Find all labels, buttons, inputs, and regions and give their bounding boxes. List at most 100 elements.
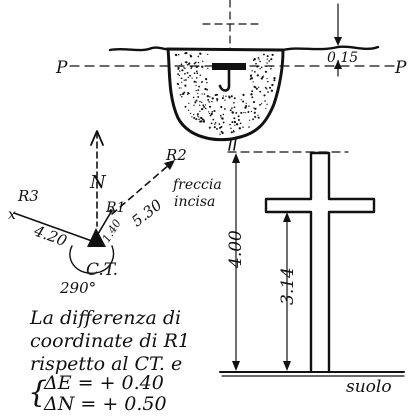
stipple-dot	[270, 89, 274, 92]
stipple-dot	[249, 74, 253, 77]
stipple-dot	[268, 86, 272, 89]
delta-e: ΔE = + 0.40	[43, 372, 164, 394]
stipple-dot	[257, 114, 259, 116]
stipple-dot	[237, 115, 240, 118]
block-root	[228, 137, 237, 151]
stipple-dot	[222, 95, 224, 97]
plane-label-right: P	[394, 58, 407, 78]
depth-arrow-bottom	[334, 60, 342, 69]
stipple-dot	[256, 74, 259, 77]
stipple-dot	[198, 85, 201, 88]
stipple-dot	[181, 69, 184, 72]
stipple-dot	[251, 96, 254, 99]
stipple-dot	[252, 59, 255, 61]
stipple-dot	[249, 78, 251, 81]
stipple-dot	[193, 62, 196, 65]
stipple-dot	[200, 107, 204, 111]
stipple-dot	[192, 96, 195, 99]
stipple-dot	[214, 121, 217, 124]
stipple-dot	[229, 123, 231, 126]
stipple-dot	[266, 77, 268, 80]
stipple-dot	[181, 95, 183, 98]
stipple-dot	[254, 115, 257, 118]
stipple-dot	[255, 62, 257, 65]
stipple-dot	[247, 111, 250, 113]
stipple-dot	[265, 107, 267, 109]
stipple-dot	[193, 80, 196, 83]
stipple-dot	[231, 111, 234, 114]
stipple-dot	[240, 111, 243, 114]
stipple-dot	[270, 58, 273, 61]
stipple-dot	[199, 104, 201, 106]
line-to-r3	[13, 212, 93, 242]
north-label: N	[89, 172, 107, 193]
stipple-dot	[224, 99, 226, 101]
stipple-dot	[209, 114, 212, 117]
stipple-dot	[204, 107, 207, 110]
bearing-arc	[69, 245, 115, 274]
height-cross-arrow-top	[283, 212, 291, 222]
height-total-arrow-top	[232, 153, 240, 163]
stipple-dot	[196, 115, 199, 117]
stipple-dot	[242, 126, 244, 128]
stipple-dot	[195, 81, 197, 83]
stipple-dot	[207, 53, 209, 56]
stipple-dot	[233, 117, 236, 120]
stipple-dot	[210, 122, 213, 125]
stipple-dot	[177, 53, 180, 56]
stipple-dot	[186, 63, 189, 66]
delta-n: ΔN = + 0.50	[43, 393, 167, 415]
stipple-dot	[252, 81, 254, 83]
stipple-dot	[221, 125, 223, 128]
note-line-1: La differenza di	[29, 307, 181, 329]
stipple-dot	[264, 70, 267, 73]
stipple-dot	[182, 92, 185, 95]
bearing-label: 290°	[59, 279, 96, 297]
stipple-dot	[196, 113, 199, 116]
stipple-dot	[258, 86, 260, 89]
stipple-dot	[257, 116, 260, 119]
stipple-dot	[197, 95, 200, 98]
stipple-dot	[193, 113, 195, 116]
station-label: C.T.	[86, 260, 118, 280]
stipple-dot	[187, 93, 189, 96]
stipple-dot	[212, 118, 215, 121]
stipple-dot	[249, 77, 252, 80]
stipple-dot	[260, 66, 263, 69]
stipple-dot	[255, 87, 258, 90]
stipple-dot	[267, 91, 269, 93]
stipple-dot	[264, 100, 266, 102]
stipple-dot	[195, 70, 198, 73]
stipple-dot	[237, 118, 240, 122]
stipple-dot	[261, 103, 263, 105]
stipple-dot	[195, 90, 197, 92]
dist-r3-label: 4.20	[31, 221, 70, 250]
stipple-dot	[197, 89, 200, 91]
stipple-dot	[197, 55, 200, 58]
arrow-note-line2: incisa	[174, 194, 215, 210]
plane-label-left: P	[55, 58, 68, 78]
stipple-dot	[248, 119, 251, 121]
arrow-note-line1: freccia	[172, 177, 222, 193]
stipple-dot	[206, 88, 209, 91]
stipple-dot	[233, 120, 237, 124]
stipple-dot	[253, 111, 256, 114]
stipple-dot	[199, 52, 202, 55]
stipple-dot	[205, 78, 208, 81]
stipple-dot	[265, 87, 267, 90]
stipple-dot	[222, 113, 225, 116]
r3-label: R3	[17, 187, 39, 205]
stipple-dot	[177, 66, 180, 70]
stipple-dot	[251, 90, 254, 93]
stipple-dot	[233, 101, 235, 104]
stipple-dot	[189, 74, 191, 77]
stipple-dot	[267, 80, 269, 83]
stipple-dot	[198, 116, 200, 118]
stipple-dot	[266, 58, 268, 60]
stipple-dot	[196, 72, 199, 75]
stipple-dot	[232, 130, 235, 133]
stipple-dot	[262, 75, 264, 77]
stipple-dot	[235, 123, 239, 126]
benchmark-stem	[218, 68, 231, 92]
